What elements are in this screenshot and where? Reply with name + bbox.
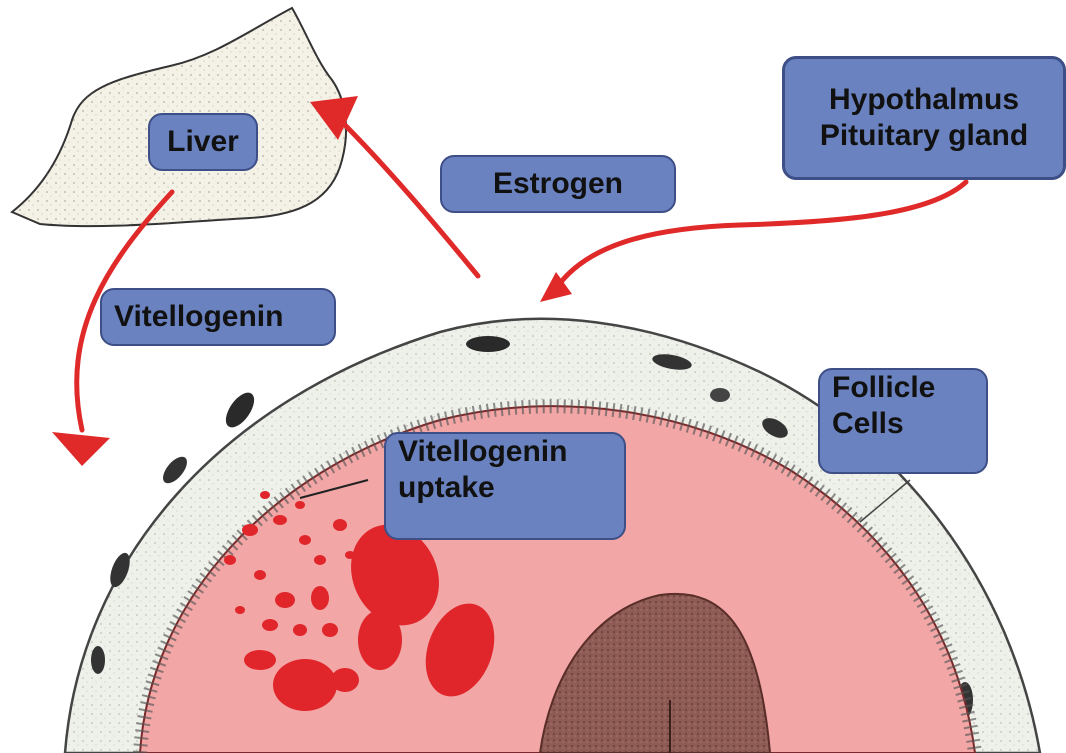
hypothalamus-pituitary-label: Hypothalmus Pituitary gland (782, 56, 1066, 180)
vitellogenin-label: Vitellogenin (100, 288, 336, 346)
liver-label: Liver (148, 113, 258, 171)
vitellogenin-uptake-label: Vitellogenin uptake (384, 432, 626, 540)
vitellogenin-arrowhead (52, 432, 110, 466)
follicle-cells-label: Follicle Cells (818, 368, 988, 474)
estrogen-label: Estrogen (440, 155, 676, 213)
